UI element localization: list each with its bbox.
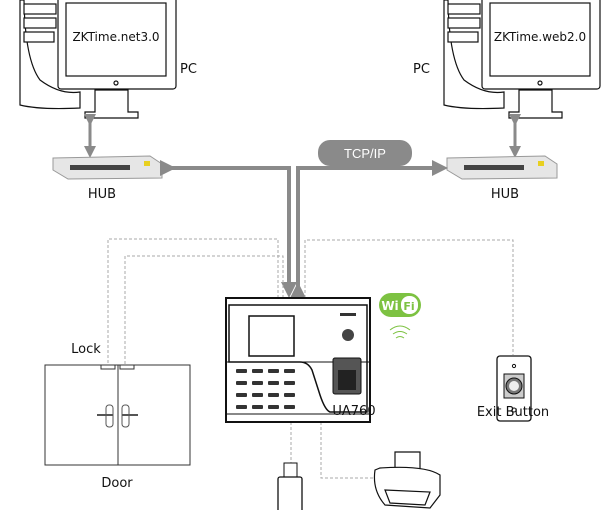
exit-button: Exit Button bbox=[496, 355, 532, 422]
screen-text: ZKTime.net3.0 bbox=[72, 30, 159, 44]
lock-wire bbox=[124, 255, 284, 365]
printer-icon bbox=[373, 451, 441, 509]
pc-label: PC bbox=[413, 62, 430, 77]
lock-icon bbox=[100, 364, 116, 370]
hub-led bbox=[144, 161, 150, 166]
pc-left: ZKTime.net3.0 PC bbox=[19, 0, 197, 119]
usb-drive-icon bbox=[277, 462, 303, 510]
drive-bay bbox=[23, 17, 57, 29]
hub-ports bbox=[464, 165, 524, 170]
drive-bay bbox=[447, 31, 479, 43]
drive-bay bbox=[23, 3, 57, 15]
door-label: Door bbox=[101, 476, 133, 491]
hub-label: HUB bbox=[491, 187, 519, 202]
wifi-logo: Wi Fi bbox=[379, 293, 421, 339]
tcpip-label: TCP/IP bbox=[344, 146, 386, 161]
tcpip-link-left bbox=[160, 160, 297, 298]
monitor-screen bbox=[489, 2, 591, 77]
svg-text:Wi: Wi bbox=[381, 299, 398, 313]
lock-icon bbox=[119, 364, 135, 370]
pc-label: PC bbox=[180, 62, 197, 77]
lock-wire bbox=[107, 238, 279, 365]
drive-bay bbox=[447, 17, 481, 29]
screen-text: ZKTime.web2.0 bbox=[494, 30, 586, 44]
drive-bay bbox=[23, 31, 55, 43]
hub-label: HUB bbox=[88, 187, 116, 202]
svg-text:Fi: Fi bbox=[403, 300, 414, 313]
device-label: UA760 bbox=[332, 404, 375, 419]
wifi-signal-icon bbox=[389, 325, 411, 339]
ua760-device: UA760 bbox=[225, 297, 376, 423]
speaker-icon bbox=[342, 329, 354, 341]
power-led bbox=[113, 80, 119, 86]
door: Lock Door bbox=[44, 342, 191, 491]
hub-led bbox=[538, 161, 544, 166]
monitor-screen bbox=[65, 2, 167, 77]
drive-bay bbox=[447, 3, 481, 15]
hub-ports bbox=[70, 165, 130, 170]
power-led bbox=[537, 80, 543, 86]
monitor-stand bbox=[84, 89, 139, 119]
printer-wire bbox=[320, 422, 375, 479]
keypad bbox=[236, 369, 295, 409]
exit-button-label: Exit Button bbox=[477, 405, 549, 420]
monitor-stand bbox=[508, 89, 563, 119]
pc-right: ZKTime.web2.0 PC bbox=[413, 0, 601, 119]
fingerprint-window bbox=[338, 370, 356, 390]
lock-label: Lock bbox=[71, 342, 101, 357]
tcpip-link-right bbox=[290, 160, 448, 298]
tcpip-pill bbox=[318, 140, 412, 166]
exit-button-wire bbox=[304, 239, 514, 355]
device-screen bbox=[248, 315, 295, 357]
device-indicator bbox=[340, 313, 356, 316]
hub-left: HUB bbox=[52, 155, 163, 202]
hub-right: HUB bbox=[446, 155, 558, 202]
